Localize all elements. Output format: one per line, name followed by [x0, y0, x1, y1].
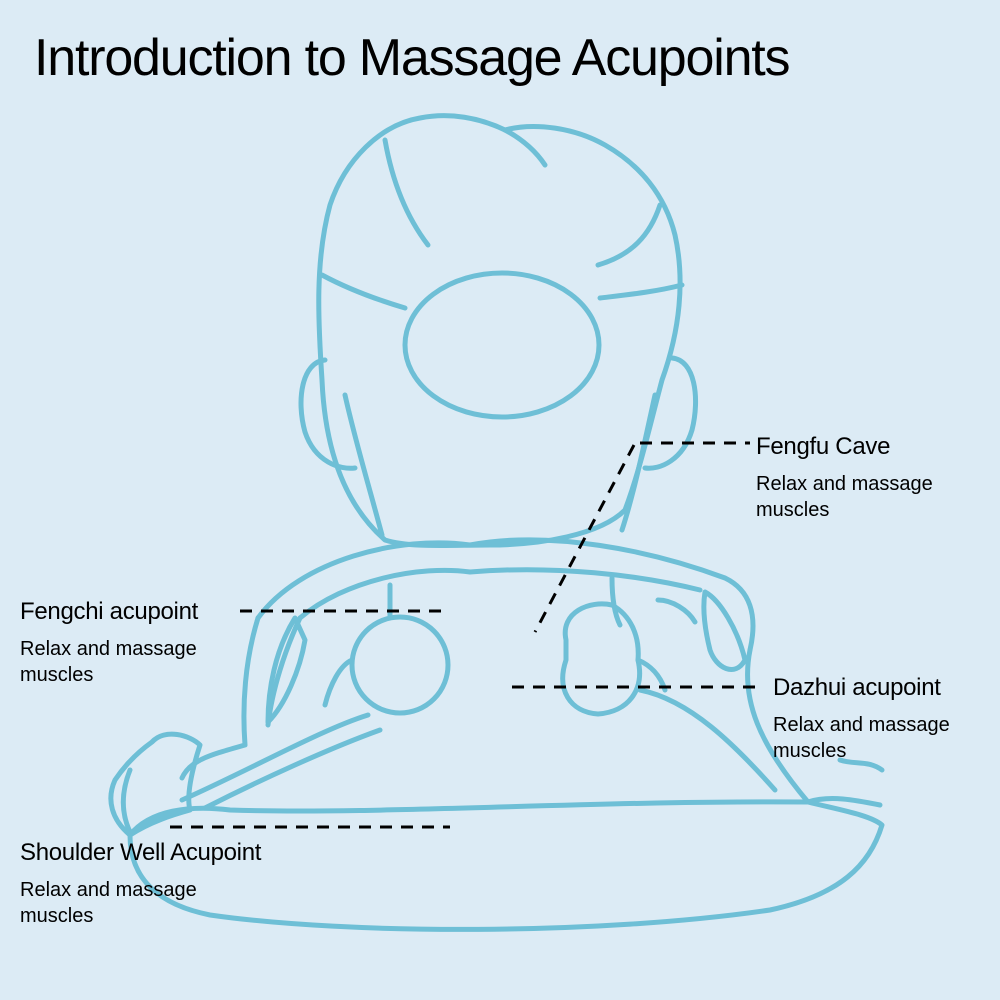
left-massage-node: [349, 614, 451, 716]
right-arm-end: [805, 796, 883, 808]
acupoint-name: Fengfu Cave: [756, 433, 891, 460]
neck-left: [342, 392, 385, 538]
fengfu-leader-diagonal: [533, 444, 636, 633]
acupoint-description: Relax and massage muscles: [756, 473, 933, 521]
right-node-arm: [609, 575, 698, 628]
left-ear: [298, 357, 358, 471]
acupoint-label-dazhui: Dazhui acupoint Relax and massage muscle…: [773, 674, 983, 764]
left-handle: [265, 615, 308, 725]
acupoint-description: Relax and massage muscles: [20, 638, 197, 686]
hair-line-left: [382, 137, 431, 248]
headband-left: [319, 272, 408, 311]
head-pad: [402, 270, 602, 420]
left-hand: [108, 731, 203, 838]
page-title: Introduction to Massage Acupoints: [34, 29, 791, 87]
collar-inner: [297, 567, 703, 621]
right-strap: [637, 687, 778, 793]
hair-line-right: [595, 202, 663, 268]
collar-top: [255, 537, 756, 653]
right-arm-end-2: [837, 757, 885, 773]
acupoint-name: Fengchi acupoint: [20, 598, 198, 625]
neck-right: [619, 392, 658, 533]
headband-right: [597, 282, 685, 301]
left-strap-2: [202, 727, 383, 811]
acupoint-label-fengfu: Fengfu Cave Relax and massage muscles: [756, 433, 966, 523]
left-strap: [179, 712, 371, 803]
acupoint-description: Relax and massage muscles: [773, 714, 950, 762]
base-outline: [127, 799, 885, 932]
acupoint-label-fengchi: Fengchi acupoint Relax and massage muscl…: [20, 598, 230, 688]
acupoint-description: Relax and massage muscles: [20, 879, 197, 927]
acupoint-label-shoulder: Shoulder Well Acupoint Relax and massage…: [20, 839, 261, 929]
right-massage-node: [560, 601, 642, 717]
right-arm-outer: [745, 647, 811, 805]
right-handle: [701, 589, 748, 672]
acupoint-name: Dazhui acupoint: [773, 674, 941, 701]
left-hand-finger: [120, 767, 133, 835]
head-outline: [316, 113, 683, 549]
acupoint-name: Shoulder Well Acupoint: [20, 839, 262, 866]
hair-line-crown: [502, 127, 548, 168]
right-ear: [642, 355, 699, 471]
